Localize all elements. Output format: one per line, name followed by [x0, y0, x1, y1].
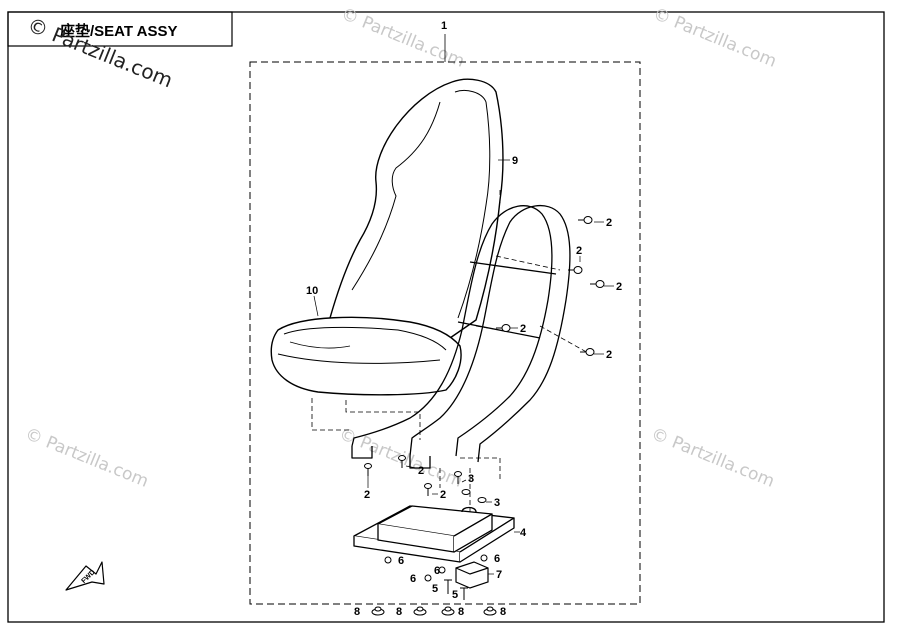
flange-nut-icon — [371, 606, 385, 616]
callout-2: 2 — [440, 489, 446, 501]
bolt-icon — [568, 266, 583, 274]
callout-7: 7 — [496, 569, 502, 581]
bolt-icon — [364, 463, 372, 476]
callout-5: 5 — [452, 589, 458, 601]
callout-3: 3 — [494, 497, 500, 509]
nut-icon — [424, 574, 432, 582]
seat-frame — [351, 204, 571, 469]
nut-icon — [480, 554, 488, 562]
callout-2: 2 — [616, 281, 622, 293]
bracket-part-7 — [455, 561, 489, 589]
stud-icon — [460, 587, 468, 600]
callout-8: 8 — [500, 606, 506, 618]
callout-2: 2 — [520, 323, 526, 335]
diagram-title: 座垫/SEAT ASSY — [59, 22, 178, 40]
leader-lines — [313, 159, 614, 575]
watermark-top-right: © Partzilla.com — [650, 4, 779, 72]
callout-8: 8 — [354, 606, 360, 618]
watermark-top-center: © Partzilla.com — [338, 4, 467, 72]
bolt-icon — [578, 216, 593, 224]
callout-8: 8 — [396, 606, 402, 618]
callout-2: 2 — [606, 349, 612, 361]
callouts: 1 9 10 2 2 2 2 2 2 2 2 3 3 4 6 6 6 6 7 5… — [306, 20, 622, 618]
callout-3: 3 — [468, 473, 474, 485]
callout-5: 5 — [432, 583, 438, 595]
callout-2: 2 — [576, 245, 582, 257]
callout-6: 6 — [494, 553, 500, 565]
callout-2: 2 — [418, 465, 424, 477]
seat-cushion — [270, 78, 504, 396]
fasteners — [364, 216, 605, 616]
callout-6: 6 — [398, 555, 404, 567]
callout-1: 1 — [441, 20, 447, 32]
flange-nut-icon — [413, 606, 427, 616]
title-box: 座垫/SEAT ASSY — [7, 11, 233, 47]
callout-4: 4 — [520, 527, 527, 539]
diagram-border — [7, 11, 885, 623]
bolt-icon — [454, 471, 462, 484]
callout-8: 8 — [458, 606, 464, 618]
flange-nut-icon — [483, 606, 497, 616]
assembly-boundary — [249, 61, 641, 605]
callout-6: 6 — [434, 565, 440, 577]
callout-9: 9 — [512, 155, 518, 167]
callout-2: 2 — [364, 489, 370, 501]
base-plate — [353, 505, 515, 563]
watermark-mid-right: © Partzilla.com — [648, 424, 777, 492]
nut-icon — [438, 566, 446, 574]
bolt-icon — [590, 280, 605, 288]
callout-6: 6 — [410, 573, 416, 585]
callout-2: 2 — [606, 217, 612, 229]
forward-arrow-icon: FWD — [65, 561, 105, 591]
washer-icon — [477, 497, 487, 503]
bolt-icon — [398, 455, 406, 468]
flange-nut-icon — [441, 606, 455, 616]
bolt-icon — [424, 483, 432, 496]
nut-icon — [384, 556, 392, 564]
watermark-mid-left: © Partzilla.com — [22, 424, 151, 492]
washer-icon — [461, 489, 471, 495]
callout-10: 10 — [306, 285, 318, 297]
bolt-icon — [580, 348, 595, 356]
stud-icon — [444, 579, 452, 594]
